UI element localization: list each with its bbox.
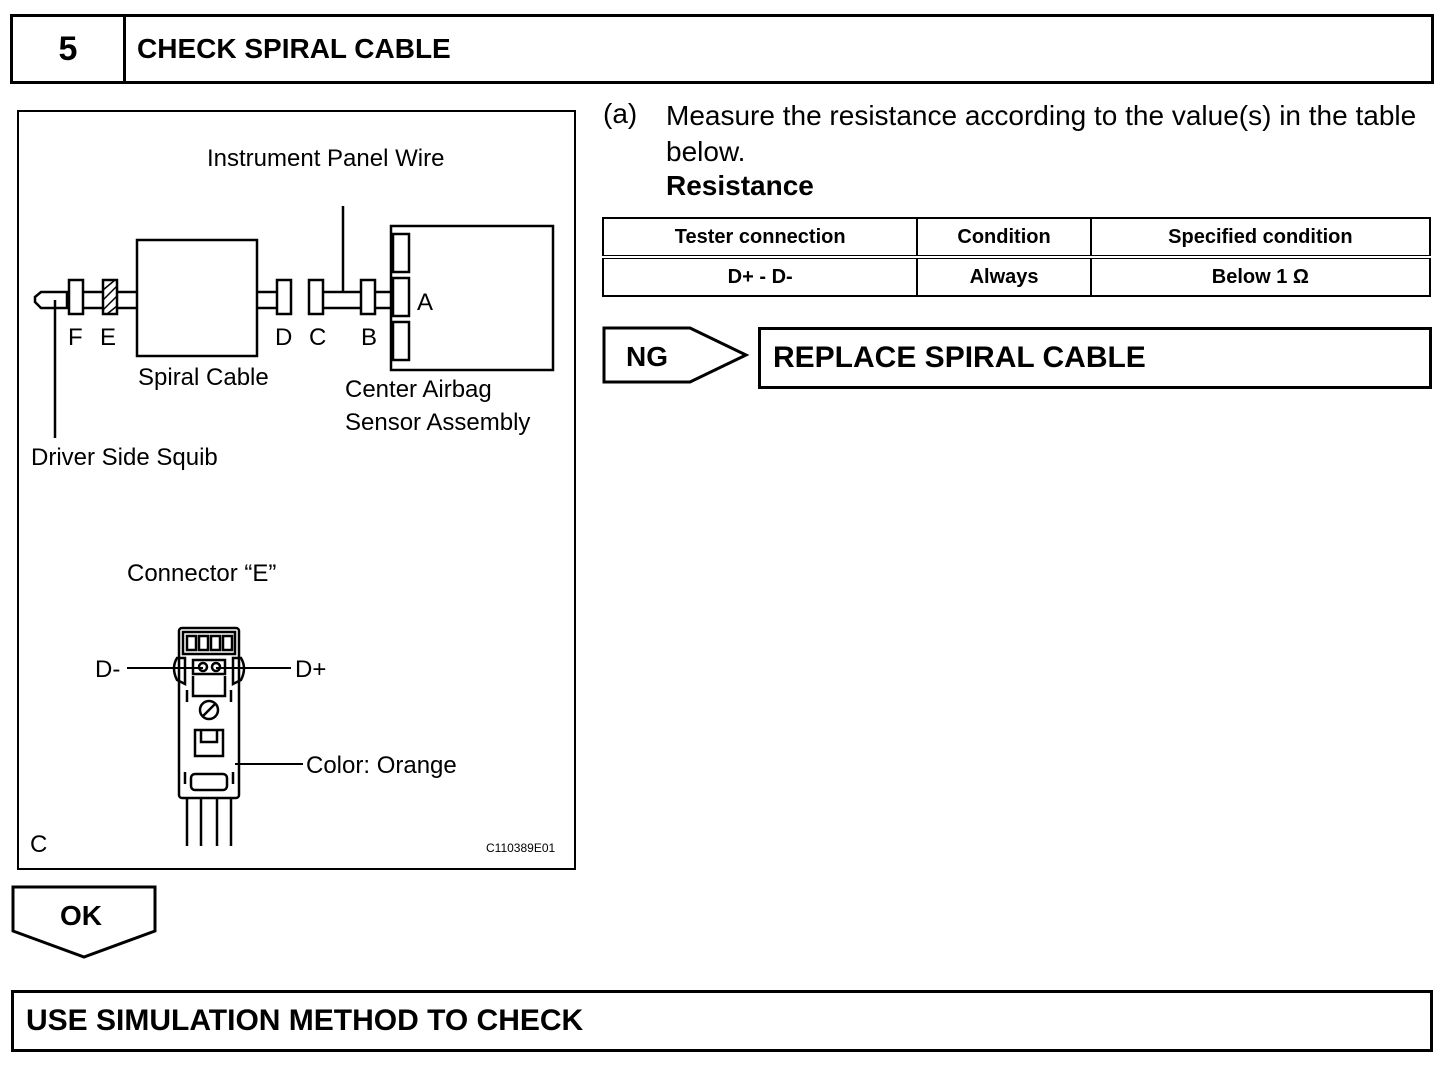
ng-arrow: NG bbox=[602, 326, 750, 384]
ok-action-box: USE SIMULATION METHOD TO CHECK bbox=[11, 990, 1433, 1052]
table-header-tester-connection: Tester connection bbox=[601, 217, 919, 259]
connector-d bbox=[275, 278, 293, 316]
ng-label: NG bbox=[626, 341, 668, 372]
connector-a bbox=[391, 276, 411, 318]
label-b: B bbox=[361, 324, 377, 351]
d-plus-label: D+ bbox=[295, 656, 326, 683]
center-airbag-label-line2: Sensor Assembly bbox=[345, 409, 530, 436]
figure-code: C110389E01 bbox=[486, 841, 555, 855]
figure-corner-letter: C bbox=[30, 831, 47, 858]
ok-arrow: OK bbox=[11, 885, 157, 959]
color-label: Color: Orange bbox=[306, 752, 457, 779]
instruction-label: (a) bbox=[603, 98, 638, 129]
step-number: 5 bbox=[13, 17, 126, 81]
table-header-row: Tester connection Condition Specified co… bbox=[601, 217, 1432, 259]
step-header: 5 CHECK SPIRAL CABLE bbox=[10, 14, 1434, 84]
connector-b bbox=[359, 278, 377, 316]
table-cell-tester-connection: D+ - D- bbox=[601, 256, 919, 297]
driver-side-squib-label: Driver Side Squib bbox=[31, 444, 218, 471]
connector-e-drawing bbox=[172, 626, 246, 846]
d-minus-label: D- bbox=[95, 656, 120, 683]
ng-action-box: REPLACE SPIRAL CABLE bbox=[758, 327, 1432, 389]
ok-label: OK bbox=[60, 900, 102, 931]
spiral-cable-body bbox=[135, 238, 259, 358]
table-cell-specified-condition: Below 1 Ω bbox=[1089, 256, 1432, 297]
label-c: C bbox=[309, 324, 326, 351]
table-row: D+ - D- Always Below 1 Ω bbox=[601, 256, 1432, 297]
center-airbag-sensor-body bbox=[389, 224, 555, 372]
label-a: A bbox=[417, 289, 433, 316]
resistance-table: Tester connection Condition Specified co… bbox=[601, 217, 1432, 297]
squib-wire-end bbox=[33, 290, 69, 310]
center-airbag-label-line1: Center Airbag bbox=[345, 376, 492, 403]
instrument-panel-wire-label: Instrument Panel Wire bbox=[207, 145, 444, 172]
connector-c bbox=[307, 278, 325, 316]
connector-e-title: Connector “E” bbox=[127, 560, 276, 587]
resistance-heading: Resistance bbox=[666, 170, 814, 201]
wiring-diagram: Instrument Panel Wire A B C D E F Spiral… bbox=[30, 145, 555, 858]
wiring-figure: Instrument Panel Wire A B C D E F Spiral… bbox=[17, 110, 576, 870]
ng-action-text: REPLACE SPIRAL CABLE bbox=[773, 341, 1146, 374]
table-header-specified-condition: Specified condition bbox=[1089, 217, 1432, 259]
instruction-text: Measure the resistance according to the … bbox=[666, 100, 1417, 167]
label-d: D bbox=[275, 324, 292, 351]
connector-f bbox=[67, 278, 85, 316]
table-cell-condition: Always bbox=[916, 256, 1092, 297]
spiral-cable-label: Spiral Cable bbox=[138, 364, 269, 391]
table-header-condition: Condition bbox=[916, 217, 1092, 259]
step-title: CHECK SPIRAL CABLE bbox=[137, 33, 451, 64]
label-f: F bbox=[68, 324, 83, 351]
ok-action-text: USE SIMULATION METHOD TO CHECK bbox=[26, 1004, 584, 1037]
label-e: E bbox=[100, 324, 116, 351]
